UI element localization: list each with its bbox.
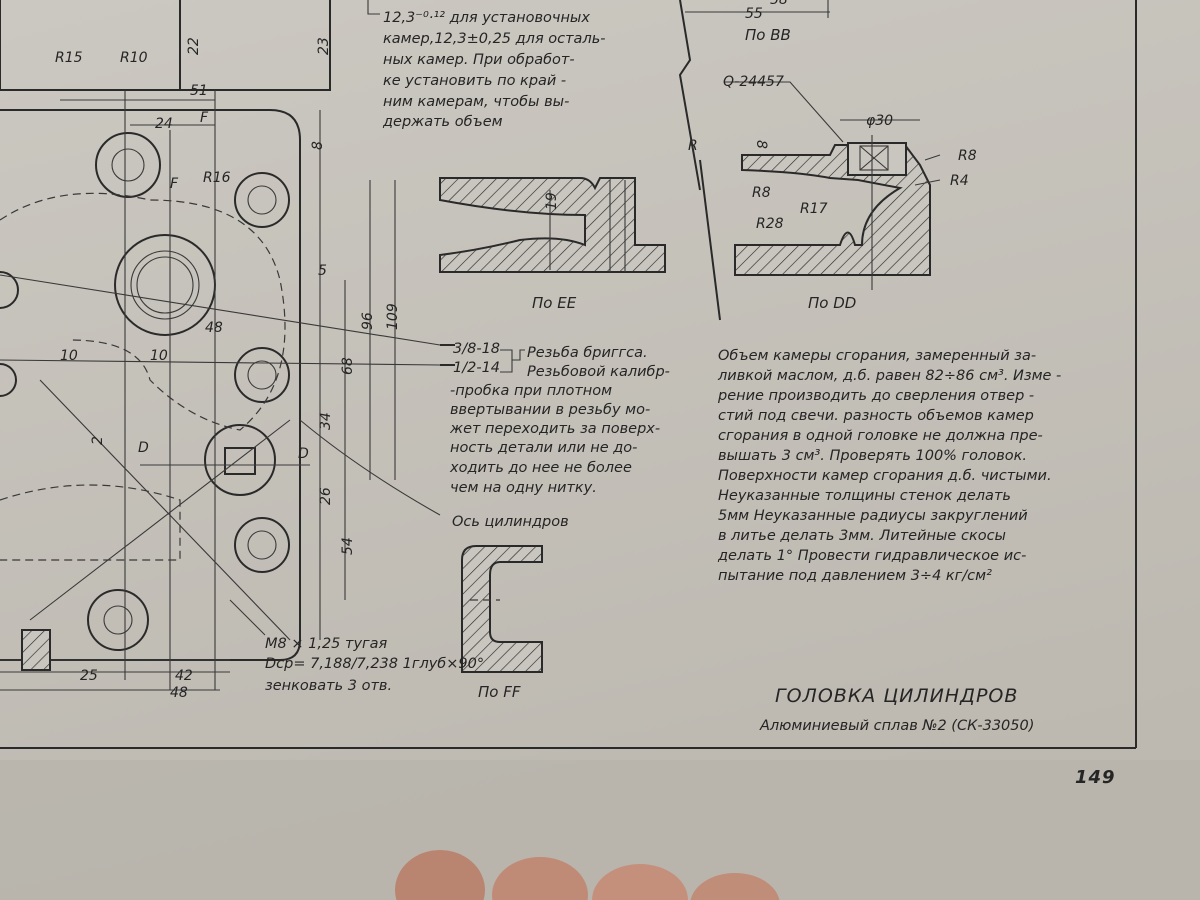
svg-text:R28: R28 [756,216,784,232]
svg-text:68: 68 [340,357,356,375]
svg-text:34: 34 [318,412,334,430]
svg-text:сгорания в одной головке не до: сгорания в одной головке не должна пре- [718,428,1043,444]
svg-text:8: 8 [753,140,769,149]
svg-text:48: 48 [205,320,223,336]
svg-text:D: D [138,440,149,456]
svg-text:55: 55 [745,6,763,22]
svg-text:96: 96 [360,312,376,330]
page-margin [0,760,1200,900]
svg-text:вышать 3 см³. Проверять 100% г: вышать 3 см³. Проверять 100% головок. [718,448,1027,464]
svg-text:F: F [170,176,179,192]
svg-text:пытание под давлением 3÷4 кг/с: пытание под давлением 3÷4 кг/см² [718,568,992,584]
svg-text:чем на одну нитку.: чем на одну нитку. [450,480,597,496]
svg-text:R16: R16 [203,170,231,186]
svg-text:Объем камеры сгорания, замерен: Объем камеры сгорания, замеренный за- [718,348,1036,364]
top-note: 12,3⁻⁰·¹² для установочных камер,12,3±0,… [367,0,606,130]
svg-text:F: F [200,110,209,126]
svg-text:держать объем: держать объем [382,114,503,130]
svg-text:ность детали или не до-: ность детали или не до- [450,440,637,456]
svg-text:Неуказанные толщины стенок дел: Неуказанные толщины стенок делать [718,488,1011,504]
section-bb: 55 58 По ВВ [685,0,830,44]
page-number: 149 [1075,767,1116,788]
svg-text:51: 51 [190,83,208,99]
svg-text:48: 48 [170,685,188,701]
section-ee: 19 По ЕЕ [439,177,666,312]
svg-text:24: 24 [155,116,173,132]
svg-text:D: D [298,446,309,462]
svg-text:ввертывании в резьбу мо-: ввертывании в резьбу мо- [450,402,650,418]
drawing-title: ГОЛОВКА ЦИЛИНДРОВ [775,685,1018,707]
svg-text:8: 8 [310,141,326,150]
svg-text:По FF: По FF [478,683,521,701]
svg-text:19: 19 [544,192,560,210]
svg-text:По DD: По DD [808,294,856,312]
svg-text:ходить до нее не более: ходить до нее не более [449,460,632,476]
svg-text:ных камер. При обработ-: ных камер. При обработ- [383,52,575,68]
svg-text:58: 58 [770,0,788,8]
finger-photo-artifact [395,850,780,900]
svg-text:По ВВ: По ВВ [745,26,791,44]
svg-text:По ЕЕ: По ЕЕ [532,294,577,312]
svg-text:R8: R8 [752,185,771,201]
svg-text:25: 25 [80,668,98,684]
svg-text:54: 54 [340,537,356,555]
svg-text:26: 26 [318,487,334,505]
svg-text:рение производить до сверления: рение производить до сверления отвер - [717,388,1034,404]
svg-text:-пробка при плотном: -пробка при плотном [450,383,612,399]
spec-note: Объем камеры сгорания, замеренный за- ли… [717,348,1061,584]
svg-text:Резьбовой калибр-: Резьбовой калибр- [527,364,670,380]
svg-text:в литье делать 3мм. Литейные с: в литье делать 3мм. Литейные скосы [718,528,1006,544]
svg-text:2: 2 [90,436,106,445]
svg-text:зенковать 3 отв.: зенковать 3 отв. [265,678,392,694]
svg-text:23: 23 [316,37,332,55]
svg-text:Резьба бриггса.: Резьба бриггса. [527,345,648,361]
svg-text:109: 109 [385,303,401,330]
thread-note: 3/8-18 1/2-14 Резьба бриггса. Резьбовой … [449,341,670,530]
drawing-subtitle: Алюминиевый сплав №2 (СК-33050) [759,718,1034,734]
svg-text:жет переходить за поверх-: жет переходить за поверх- [449,421,660,437]
svg-text:10: 10 [60,348,78,364]
section-dd: Q-24457 φ30 R8 R4 8 R8 R17 R28 По DD [723,74,977,312]
svg-text:R8: R8 [958,148,977,164]
svg-text:5мм Неуказанные радиусы закру: 5мм Неуказанные радиусы закруглений [718,508,1028,524]
svg-text:Q-24457: Q-24457 [723,74,784,90]
bolt-note: M8 × 1,25 тугая Dср= 7,188/7,238 1глуб×9… [265,636,484,694]
svg-text:ним камерам, чтобы вы-: ним камерам, чтобы вы- [383,94,569,110]
svg-text:камер,12,3±0,25 для осталь-: камер,12,3±0,25 для осталь- [383,31,606,47]
section-ff: По FF [461,545,543,701]
svg-text:1/2-14: 1/2-14 [453,360,500,376]
svg-text:стий под свечи. разность объем: стий под свечи. разность объемов камер [718,408,1034,424]
svg-text:R10: R10 [120,50,148,66]
svg-text:R15: R15 [55,50,83,66]
svg-text:12,3⁻⁰·¹² для установочных: 12,3⁻⁰·¹² для установочных [383,10,590,26]
svg-text:делать 1° Провести гидравличе: делать 1° Провести гидравлическое ис- [717,548,1026,564]
svg-text:φ30: φ30 [866,113,893,129]
svg-text:Ось цилиндров: Ось цилиндров [452,514,569,530]
svg-text:ке установить по край -: ке установить по край - [383,73,566,89]
svg-text:22: 22 [186,37,202,55]
cylinder-head-plan-view: 51 24 F F R16 R15 R10 22 23 8 5 48 96 10… [0,0,721,701]
svg-text:R17: R17 [800,201,828,217]
svg-text:Dср= 7,188/7,238 1глуб×90°: Dср= 7,188/7,238 1глуб×90° [265,656,484,672]
svg-text:Поверхности камер сгорания д.б: Поверхности камер сгорания д.б. чистыми. [718,468,1052,484]
svg-text:5: 5 [318,263,327,279]
svg-text:ливкой маслом, д.б. равен 82÷8: ливкой маслом, д.б. равен 82÷86 см³. Изм… [717,368,1061,384]
svg-text:42: 42 [175,668,193,684]
svg-text:M8 × 1,25 тугая: M8 × 1,25 тугая [265,636,388,652]
svg-text:10: 10 [150,348,168,364]
svg-text:R4: R4 [950,173,969,189]
svg-text:3/8-18: 3/8-18 [453,341,500,357]
